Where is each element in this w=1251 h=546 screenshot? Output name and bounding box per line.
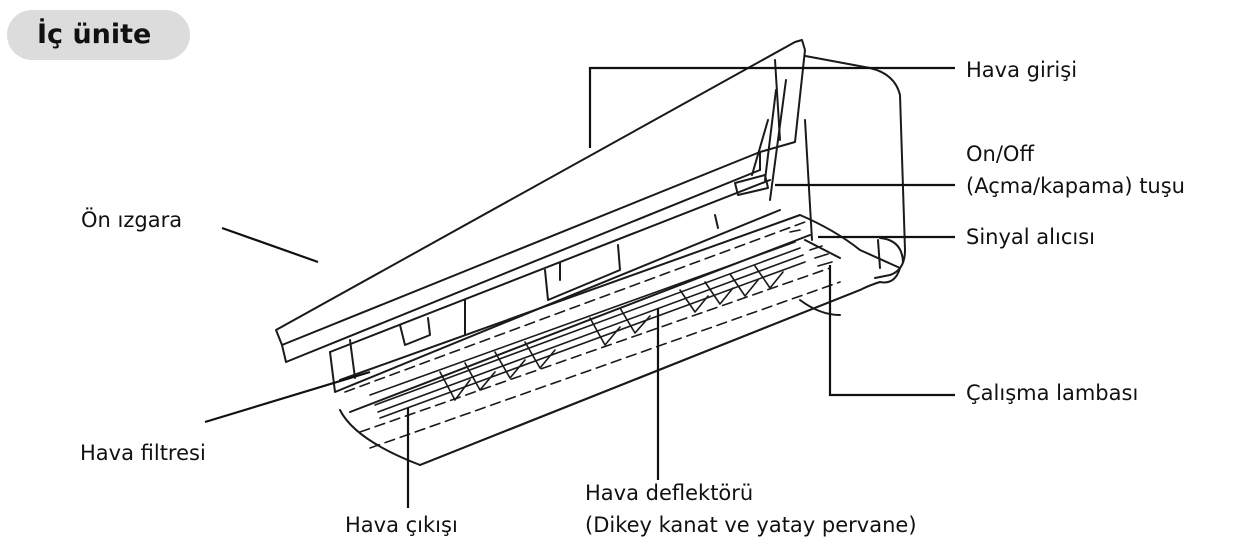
section-title: İç ünite bbox=[37, 19, 152, 50]
label-hava-deflektoru-line2: (Dikey kanat ve yatay pervane) bbox=[585, 513, 917, 537]
leader-hava-girisi bbox=[588, 66, 955, 148]
label-on-izgara: Ön ızgara bbox=[81, 208, 183, 232]
label-calisma-lambasi: Çalışma lambası bbox=[966, 381, 1139, 405]
leader-lines bbox=[204, 66, 955, 508]
inner-frame bbox=[329, 174, 781, 393]
section-title-badge: İç ünite bbox=[7, 10, 190, 60]
label-hava-filtresi: Hava filtresi bbox=[80, 441, 206, 465]
label-hava-cikisi: Hava çıkışı bbox=[345, 513, 458, 537]
outlet-dashed-rails bbox=[344, 221, 841, 449]
leader-on-izgara bbox=[221, 226, 319, 264]
label-hava-deflektoru-line1: Hava deflektörü bbox=[585, 481, 754, 505]
indicator-lamps bbox=[789, 229, 833, 267]
air-filter bbox=[369, 241, 806, 419]
label-sinyal-alicisi: Sinyal alıcısı bbox=[966, 225, 1095, 249]
vertical-vanes bbox=[439, 265, 784, 401]
leader-hava-filtresi bbox=[204, 370, 371, 424]
front-grille-panel bbox=[275, 39, 806, 363]
leader-calisma-lambasi bbox=[828, 265, 955, 397]
label-on-off-line1: On/Off bbox=[966, 142, 1034, 166]
label-on-off-line2: (Açma/kapama) tuşu bbox=[966, 174, 1185, 198]
outlet-housing bbox=[339, 214, 901, 466]
label-hava-girisi: Hava girişi bbox=[966, 58, 1078, 82]
